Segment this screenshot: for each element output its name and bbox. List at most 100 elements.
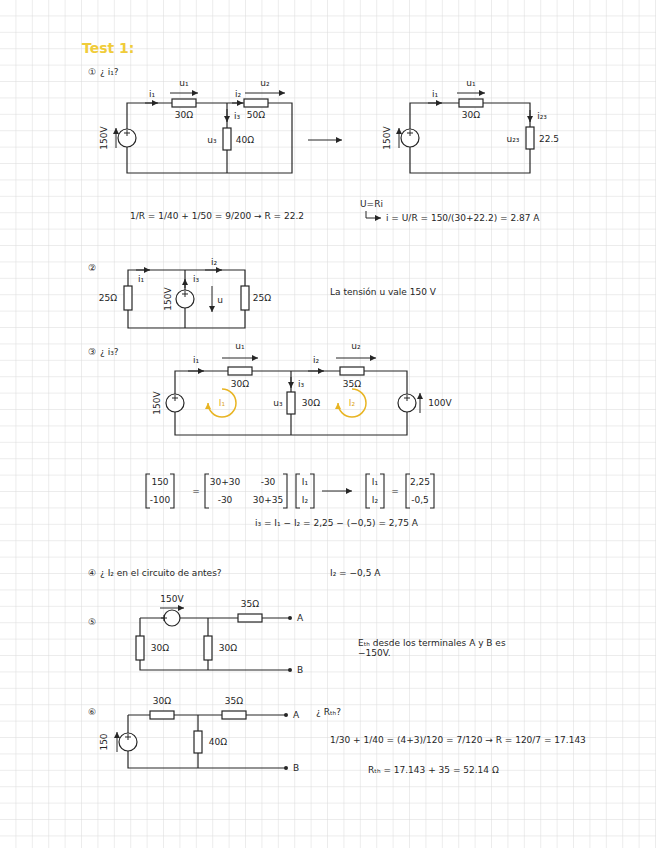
wire xyxy=(175,371,407,435)
resistor-symbol xyxy=(459,99,483,107)
plus-sign xyxy=(125,734,131,740)
current-label: i₁ xyxy=(193,355,199,365)
plus-sign xyxy=(407,130,413,136)
resistor-value: 40Ω xyxy=(236,135,254,145)
plus-sign xyxy=(404,395,410,401)
resistor-symbol xyxy=(223,128,231,150)
voltage-label: u₁ xyxy=(466,78,475,88)
hook-arrow xyxy=(366,211,381,218)
resistor-symbol xyxy=(244,99,268,107)
terminal-label: A xyxy=(293,710,299,720)
voltage-label: u₁ xyxy=(179,78,188,88)
current-label: i₃ xyxy=(193,274,199,284)
equals-sign: = xyxy=(192,486,200,496)
terminal-dot xyxy=(288,668,292,672)
current-arrow xyxy=(185,279,186,288)
question-text: ¿ i₃? xyxy=(100,347,119,357)
current-label: i₁ xyxy=(432,89,438,99)
matrix-entry: -0,5 xyxy=(411,495,429,505)
question-text: ¿ I₂ en el circuito de antes? xyxy=(100,568,222,578)
resistor-value: 50Ω xyxy=(247,110,265,120)
plus-sign xyxy=(124,130,130,136)
resistor-value: 30Ω xyxy=(175,110,193,120)
source-arrow xyxy=(399,128,400,148)
voltage-label: u₁ xyxy=(235,341,244,351)
question-text: ¿ i₁? xyxy=(100,67,119,77)
matrix-entry: I₁ xyxy=(372,477,378,487)
wire xyxy=(140,618,290,670)
voltage-source xyxy=(401,129,419,147)
plus-sign xyxy=(161,615,167,621)
matrix-entry: -30 xyxy=(218,495,233,505)
terminal-label: A xyxy=(297,613,303,623)
current-arrow xyxy=(205,270,222,271)
current-label: i₂ xyxy=(235,89,241,99)
resistor-value: 30Ω xyxy=(219,643,237,653)
matrix-entry: 30+35 xyxy=(253,495,283,505)
resistor-value: 40Ω xyxy=(209,737,227,747)
resistor-symbol xyxy=(340,367,364,375)
wire xyxy=(128,715,285,768)
matrix-bracket xyxy=(205,474,287,508)
note-text: La tensión u vale 150 V xyxy=(330,287,436,297)
resistor-value: 30Ω xyxy=(151,643,169,653)
resistor-value: 22.5 xyxy=(539,134,559,144)
equivalence-arrow xyxy=(308,140,342,141)
equation-text: i = U/R = 150/(30+22.2) = 2.87 A xyxy=(386,213,539,223)
wire xyxy=(127,103,292,173)
matrix-entry: -30 xyxy=(261,477,276,487)
matrix-entry: I₂ xyxy=(372,495,378,505)
voltage-source xyxy=(176,290,194,308)
equation-text: 1/30 + 1/40 = (4+3)/120 = 7/120 → R = 12… xyxy=(330,735,586,745)
answer-text: I₂ = −0,5 A xyxy=(330,568,380,578)
matrix-bracket xyxy=(146,474,174,508)
current-arrow xyxy=(188,371,204,372)
matrix-entry: -100 xyxy=(150,495,170,505)
voltage-arrow xyxy=(212,286,213,312)
source-arrow xyxy=(420,393,421,413)
current-arrow xyxy=(227,109,228,122)
terminal-dot xyxy=(284,766,288,770)
resistor-symbol xyxy=(150,711,174,719)
current-arrow xyxy=(291,377,292,388)
resistor-symbol xyxy=(241,286,249,310)
equation-text: Rₜₕ = 17.143 + 35 = 52.14 Ω xyxy=(368,765,499,775)
source-value: 150V xyxy=(160,594,183,604)
equation-text: U=Ri xyxy=(360,199,383,209)
voltage-label: u xyxy=(217,295,223,305)
voltage-arrow xyxy=(222,358,258,359)
wire xyxy=(128,270,245,328)
voltage-arrow xyxy=(457,93,485,94)
mesh-current-label: I₂ xyxy=(349,398,355,408)
question-number: ① xyxy=(88,67,96,77)
voltage-source xyxy=(166,394,184,412)
resistor-value: 30Ω xyxy=(153,696,171,706)
resistor-value: 35Ω xyxy=(225,696,243,706)
resistor-value: 35Ω xyxy=(241,599,259,609)
source-arrow xyxy=(117,732,118,752)
mesh-current-loop xyxy=(338,389,366,417)
source-value: 150V xyxy=(382,126,392,149)
result-arrow xyxy=(322,491,352,492)
matrix-bracket xyxy=(296,474,314,508)
source-value: 150V xyxy=(152,391,162,414)
voltage-source xyxy=(119,733,137,751)
mesh-current-label: I₁ xyxy=(219,398,225,408)
current-arrow xyxy=(308,371,324,372)
terminal-label: B xyxy=(297,665,303,675)
plus-sign xyxy=(172,395,178,401)
current-arrow xyxy=(428,103,442,104)
resistor-value: 35Ω xyxy=(343,379,361,389)
voltage-label: u₃ xyxy=(207,135,216,145)
resistor-symbol xyxy=(194,731,202,753)
source-arrow xyxy=(116,128,117,148)
voltage-arrow xyxy=(245,93,285,94)
source-value: 150V xyxy=(163,287,173,310)
resistor-symbol xyxy=(238,614,262,622)
note-text: Eₜₕ desde los terminales A y B es −150V. xyxy=(358,638,508,659)
terminal-label: B xyxy=(293,763,299,773)
current-arrow xyxy=(136,270,150,271)
